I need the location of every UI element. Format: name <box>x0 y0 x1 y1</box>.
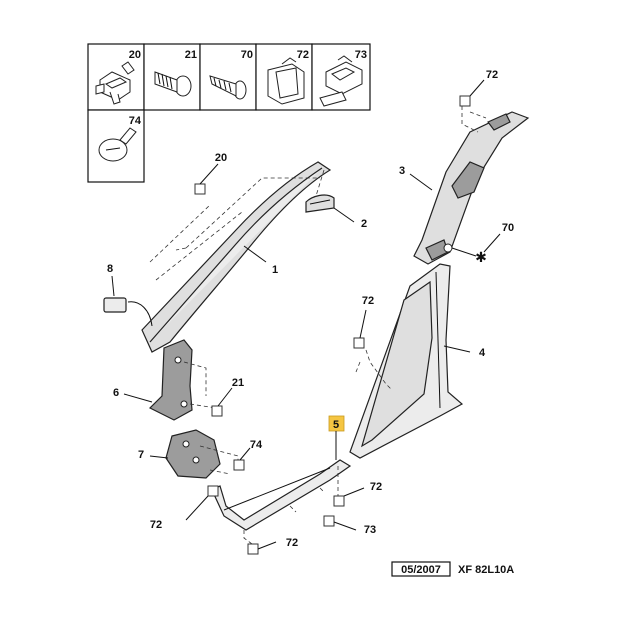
callout-box-73 <box>323 515 335 527</box>
part-7-bracket <box>165 429 221 479</box>
callout-74: 74 <box>250 439 263 451</box>
part-label-3: 3 <box>399 165 405 177</box>
callout-73: 73 <box>364 524 376 536</box>
part-5-sill-trim <box>211 459 352 531</box>
part-label-2: 2 <box>361 218 367 230</box>
part-label-1: 1 <box>272 264 278 276</box>
callout-box-72a <box>459 95 471 107</box>
callout-box-74 <box>233 459 245 471</box>
legend-num-74: 74 <box>129 115 142 127</box>
bracket-clip-icon <box>319 55 363 107</box>
leader-72c <box>185 495 209 521</box>
part-3-upper-trim <box>413 111 530 265</box>
part-label-7: 7 <box>138 449 144 461</box>
screw-70-shaft <box>451 247 477 257</box>
guide-lines-4 <box>355 349 393 391</box>
leader-21 <box>217 387 233 407</box>
leader-73 <box>333 521 357 531</box>
retainer-clip-icon <box>267 57 305 105</box>
callout-box-72c <box>207 485 219 497</box>
callout-70: 70 <box>502 222 514 234</box>
part-label-4: 4 <box>479 347 486 359</box>
callout-72a: 72 <box>486 69 498 81</box>
callout-21: 21 <box>232 377 244 389</box>
clip-icon <box>95 61 135 105</box>
callout-box-21 <box>211 405 223 417</box>
part-6-bracket <box>148 339 193 421</box>
guide-lines-7 <box>199 445 239 475</box>
part-8-pad <box>103 297 153 327</box>
callout-box-20 <box>194 183 206 195</box>
guide-lines-3 <box>461 106 487 133</box>
legend-num-73: 73 <box>355 49 367 61</box>
leader-72a <box>469 79 485 97</box>
legend-cell-70 <box>199 43 257 111</box>
callout-box-72e <box>333 495 345 507</box>
callout-72e: 72 <box>370 481 382 493</box>
tapping-screw-icon <box>209 75 247 100</box>
leader-2 <box>333 207 355 223</box>
callout-box-72d <box>247 543 259 555</box>
legend-num-72: 72 <box>297 49 309 61</box>
push-rivet-icon <box>98 127 137 162</box>
part-label-8: 8 <box>107 263 113 275</box>
diagram-footer: 05/2007 XF 82L10A <box>391 561 514 577</box>
part-2-cap <box>305 194 335 213</box>
legend-num-70: 70 <box>241 49 253 61</box>
leader-3 <box>409 173 433 191</box>
part-1-trim <box>141 161 332 353</box>
callout-72c: 72 <box>150 519 162 531</box>
callout-72b: 72 <box>362 295 374 307</box>
leader-74 <box>239 447 251 461</box>
part-4-lower-trim <box>349 263 464 459</box>
leader-20 <box>199 163 219 185</box>
leader-72e <box>343 487 365 497</box>
leader-6 <box>123 393 153 403</box>
guide-line-2 <box>315 169 325 197</box>
callout-72d: 72 <box>286 537 298 549</box>
legend-num-20: 20 <box>129 49 141 61</box>
fastener-legend: 20 21 70 72 73 74 <box>87 43 371 183</box>
date-box <box>391 561 451 577</box>
leader-7 <box>149 455 169 459</box>
leader-1 <box>243 245 267 263</box>
screw-icon <box>154 71 192 97</box>
part-label-6: 6 <box>113 387 119 399</box>
callout-box-72b <box>353 337 365 349</box>
guide-lines-5 <box>243 487 325 545</box>
legend-num-21: 21 <box>185 49 197 61</box>
leader-4 <box>443 345 471 353</box>
part-label-5: 5 <box>333 419 339 431</box>
leader-72d <box>257 541 277 550</box>
callout-20: 20 <box>215 152 227 164</box>
leader-70 <box>483 233 501 253</box>
screw-70-marker: ✱ <box>475 250 487 266</box>
leader-8 <box>111 275 115 297</box>
footer-date: 05/2007 <box>401 564 441 576</box>
legend-cell-21 <box>143 43 201 111</box>
leader-72b <box>359 309 367 339</box>
footer-reference: XF 82L10A <box>458 564 514 576</box>
